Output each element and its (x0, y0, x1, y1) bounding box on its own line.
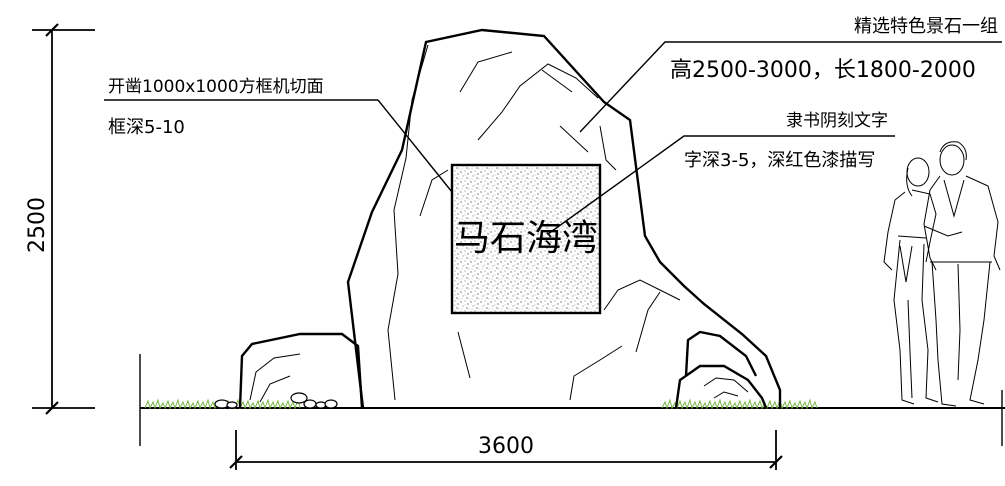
frame-depth-label: 框深5-10 (108, 117, 185, 138)
right-small-rocks (674, 330, 768, 409)
small-left-rock (238, 332, 364, 409)
main-boulder (346, 28, 782, 409)
carved-text: 马石海湾 (454, 218, 598, 259)
human-figures (883, 141, 1001, 407)
height-dimension (32, 23, 95, 415)
stone-selection-label: 精选特色景石一组 (854, 16, 998, 37)
leader-lines (104, 41, 1002, 235)
paint-spec-label: 字深3-5，深红色漆描写 (684, 150, 875, 171)
stone-size-label: 高2500-3000，长1800-2000 (670, 58, 976, 83)
carved-face-panel (450, 163, 602, 315)
width-dimension-text: 3600 (478, 434, 534, 459)
width-dimension (139, 354, 1003, 470)
grass-tufts (144, 398, 818, 410)
height-dimension-text: 2500 (25, 197, 50, 253)
pebbles (214, 392, 338, 409)
script-style-label: 隶书阴刻文字 (786, 111, 888, 131)
cut-face-label: 开凿1000x1000方框机切面 (108, 77, 324, 97)
